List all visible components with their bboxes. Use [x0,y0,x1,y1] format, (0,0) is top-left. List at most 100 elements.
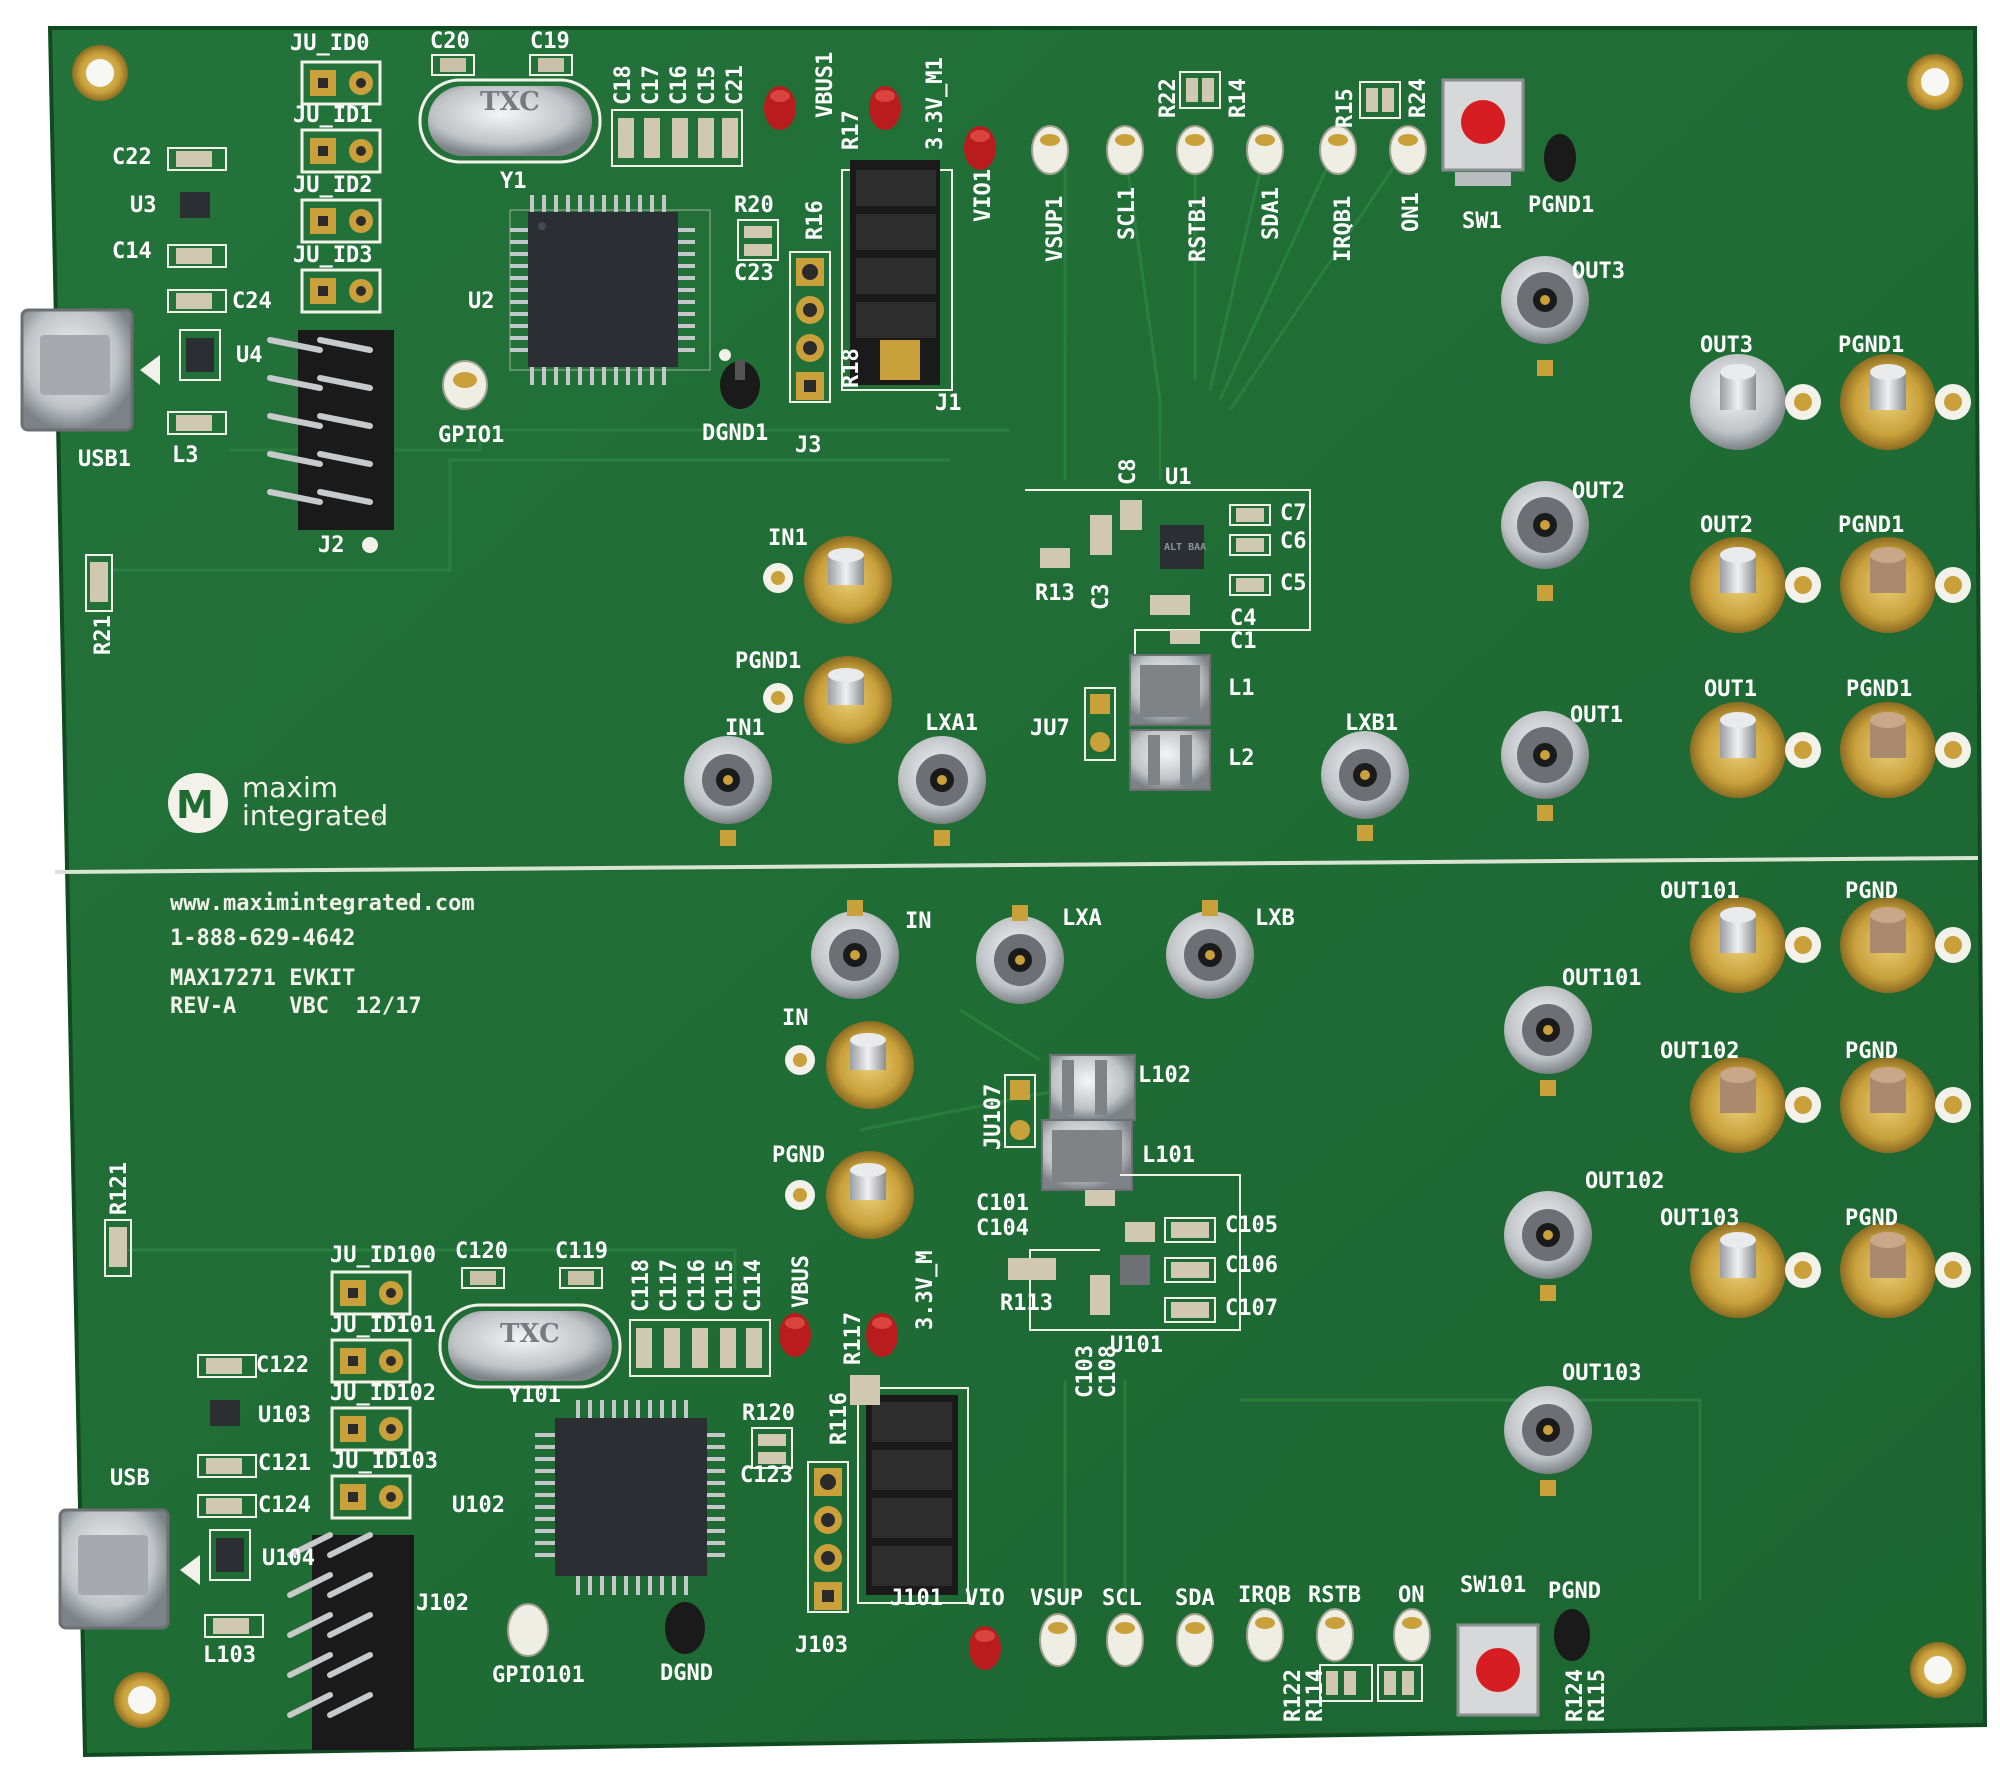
header-j2 [267,330,394,553]
sma-jacks-row-bottom [811,900,1254,1004]
board-website: www.maximintegrated.com [170,891,475,916]
label-j2: J2 [318,533,345,558]
label-ju-id103: JU_ID103 [332,1449,438,1474]
label-lxb: LXB [1255,906,1295,931]
label-l103: L103 [203,1643,256,1668]
label-ju-id102: JU_ID102 [330,1381,436,1406]
cap-row-c114-c118 [629,1319,771,1377]
crystal-y101 [438,1267,622,1389]
label-c106: C106 [1225,1253,1278,1278]
logo-line1: maxim [242,771,338,804]
label-vio1: VIO1 [971,169,996,222]
label-irqb1: IRQB1 [1331,196,1356,262]
label-ju-id1: JU_ID1 [293,103,372,128]
resistor-r21 [85,554,113,612]
resistors-r114-r124 [1319,1664,1423,1702]
label-ju-id2: JU_ID2 [293,173,372,198]
label-on1: ON1 [1399,192,1424,232]
label-ju-id0: JU_ID0 [290,31,369,56]
label-dgnd: DGND [660,1661,713,1686]
label-vsup: VSUP [1030,1586,1083,1611]
label-gpio1: GPIO1 [438,423,504,448]
label-rstb1: RSTB1 [1186,196,1211,262]
label-l1: L1 [1228,676,1255,701]
label-y1: Y1 [500,169,527,194]
label-c118: C118 [629,1259,654,1312]
label-l102: L102 [1138,1063,1191,1088]
label-usb1: USB1 [78,447,131,472]
label-c1: C1 [1230,629,1257,654]
ju-id-jumpers [300,60,382,314]
label-pgnd-a: PGND [1845,879,1898,904]
small-smd-left-bottom [197,1354,264,1638]
label-r124: R124 [1563,1669,1588,1722]
label-r14: R14 [1226,78,1251,118]
small-smd-left-top [167,147,227,435]
label-sda: SDA [1175,1586,1215,1611]
binding-posts-bottom [1690,897,1971,1318]
ju-id10x-jumpers [330,1270,412,1520]
label-l2: L2 [1228,746,1255,771]
label-out3: OUT3 [1700,333,1753,358]
input-binding-posts-bottom [785,1021,914,1239]
pgnd-test-point-bottom [1554,1609,1590,1661]
label-pgnd1-c: PGND1 [1846,677,1912,702]
label-r24: R24 [1406,78,1431,118]
label-j3: J3 [795,433,822,458]
label-u1: U1 [1165,465,1192,490]
label-33v-m1: 3.3V_M1 [923,57,948,150]
label-out103-probe: OUT103 [1562,1361,1641,1386]
label-c16: C16 [667,65,692,105]
pgnd1-test-point-top [1544,134,1576,182]
label-irqb: IRQB [1238,1583,1291,1608]
board-revision: REV-A VBC 12/17 [170,994,422,1019]
red-test-points-bottom [779,1313,1001,1670]
label-r113: R113 [1000,1291,1053,1316]
label-c124: C124 [258,1493,311,1518]
label-c104: C104 [976,1216,1029,1241]
white-test-points-bottom [1039,1608,1431,1667]
label-ju-id3: JU_ID3 [293,243,372,268]
logo-tm: ™ [372,814,384,828]
label-lxa: LXA [1062,906,1102,931]
dgnd1-test-point [719,349,760,409]
microcontroller-u2 [509,195,711,385]
label-pgnd1-left: PGND1 [735,649,801,674]
label-out102-probe: OUT102 [1585,1169,1664,1194]
label-out1-probe: OUT1 [1570,703,1623,728]
pushbutton-sw1 [1441,78,1525,186]
label-scl1: SCL1 [1115,187,1140,240]
label-pgnd-c: PGND [1845,1206,1898,1231]
label-in-probe: IN [905,909,932,934]
label-u102: U102 [452,1493,505,1518]
label-pgnd1-top: PGND1 [1528,193,1594,218]
power-stage-u1 [1025,489,1311,791]
header-j103 [807,1461,849,1613]
label-vsup1: VSUP1 [1043,196,1068,262]
label-u103: U103 [258,1403,311,1428]
small-resistors-top-mid [737,219,779,261]
label-usb: USB [110,1466,150,1491]
label-vbus: VBUS [789,1255,814,1308]
label-j101: J101 [890,1586,943,1611]
label-c117: C117 [657,1259,682,1312]
label-y101: Y101 [508,1383,561,1408]
label-r122: R122 [1281,1669,1306,1722]
label-pgnd-left: PGND [772,1143,825,1168]
resistors-r22-r24 [1179,71,1401,119]
board-phone: 1-888-629-4642 [170,926,355,951]
label-dgnd1: DGND1 [702,421,768,446]
label-l3: L3 [172,443,199,468]
label-c18: C18 [611,65,636,105]
small-resistors-bottom-mid [751,1375,880,1469]
header-j1 [841,160,953,391]
label-r15: R15 [1333,88,1358,128]
label-c123: C123 [740,1463,793,1488]
header-j101 [857,1387,969,1604]
label-on: ON [1398,1583,1425,1608]
label-sw1: SW1 [1462,209,1502,234]
label-ju7: JU7 [1030,716,1070,741]
board-score-line [54,856,1979,874]
label-pgnd1-a: PGND1 [1838,333,1904,358]
mounting-holes [72,45,1966,1728]
